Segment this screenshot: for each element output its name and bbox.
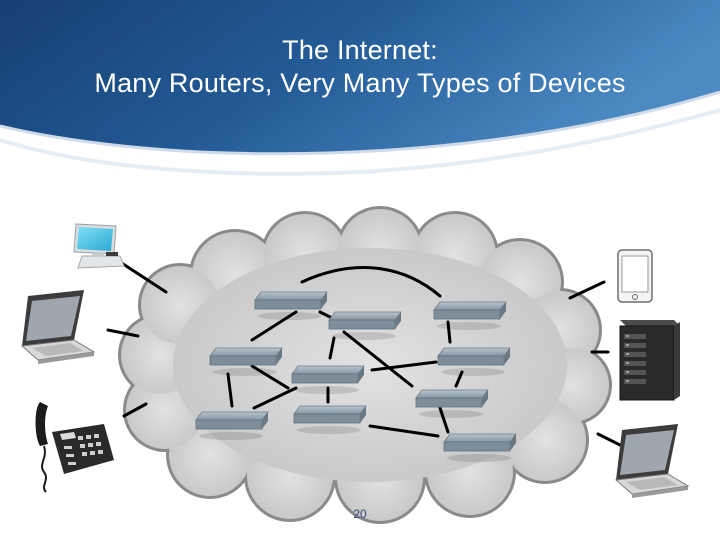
desk-phone-icon [35, 402, 114, 493]
router-1 [254, 291, 328, 321]
link-r9-r10 [368, 424, 440, 438]
page-number: 20 [353, 507, 367, 521]
server-rack-icon [619, 320, 680, 401]
link-r2-r5 [328, 336, 336, 360]
router-5 [291, 365, 365, 395]
router-4 [209, 347, 283, 377]
title-line-1: The Internet: [282, 35, 438, 65]
link-r4-r8 [226, 372, 234, 408]
laptop-icon [615, 423, 689, 499]
router-3 [433, 301, 507, 331]
router-10 [443, 433, 517, 463]
link-r1-r2 [318, 310, 334, 320]
link-phone [122, 402, 148, 418]
router-8 [195, 411, 269, 441]
header-banner [0, 0, 720, 176]
router-2 [328, 311, 402, 341]
title-line-2: Many Routers, Very Many Types of Devices [94, 68, 626, 98]
link-r1-r3 [300, 266, 442, 298]
slide-title: The Internet: Many Routers, Very Many Ty… [0, 34, 720, 100]
router-7 [415, 389, 489, 419]
router-6 [437, 347, 511, 377]
laptop-icon [21, 289, 95, 365]
desktop-computer-icon [73, 223, 125, 269]
router-9 [293, 405, 367, 435]
link-desktop [118, 260, 168, 294]
link-laptop-left [106, 328, 140, 338]
link-r5-r8 [252, 386, 298, 410]
link-tablet [568, 280, 606, 300]
link-r2-r7 [342, 330, 414, 388]
tablet-icon [617, 249, 653, 303]
internet-cloud [118, 206, 612, 524]
link-r5-r6 [370, 360, 438, 372]
